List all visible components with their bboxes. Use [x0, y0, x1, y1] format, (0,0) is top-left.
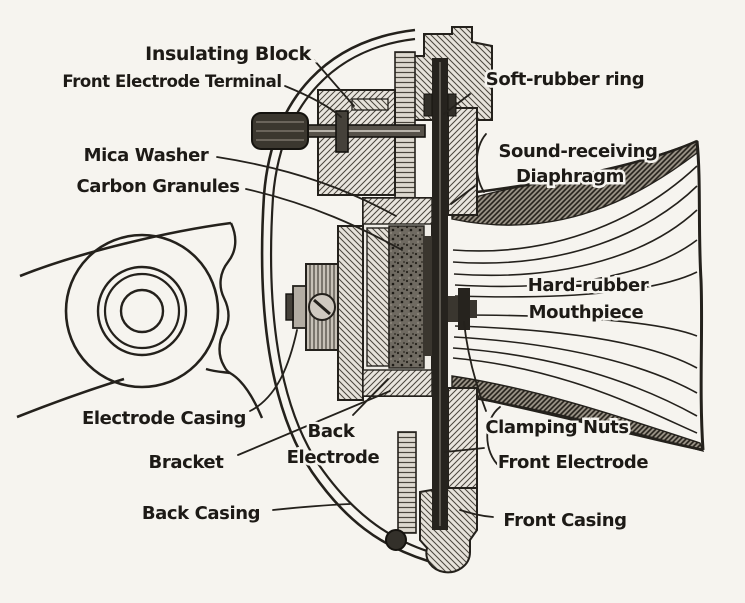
- electrode-casing-collar: [292, 285, 307, 329]
- front-electrode-plate: [424, 236, 432, 356]
- leader-front-casing: [459, 509, 494, 518]
- pivot-ring-mid2: [103, 272, 181, 350]
- label-insulating-block: Insulating Block: [145, 43, 311, 65]
- pivot-ring-outer: [64, 233, 220, 389]
- back-casing-outer-arc: [260, 28, 429, 563]
- leader-front-electrode: [444, 447, 485, 453]
- label-hard-rubber-mouthpiece-line2: Mouthpiece: [529, 302, 644, 323]
- bottom-casing-block: [419, 487, 478, 574]
- label-hard-rubber-mouthpiece-line1: Hard-rubber: [528, 275, 649, 296]
- electrode-assembly: [285, 197, 433, 401]
- labels: Insulating Block Front Electrode Termina…: [60, 41, 661, 534]
- back-electrode-slab: [366, 227, 390, 367]
- arm-wavy-edge: [218, 222, 237, 375]
- bottom-screw: [385, 529, 407, 551]
- arm-top-line: [19, 221, 232, 278]
- front-casing-band-top: [447, 107, 478, 216]
- clamping-nut-inner: [448, 296, 458, 322]
- terminal-clamp-tab: [351, 98, 389, 111]
- clamping-nut-tip: [470, 300, 477, 318]
- bracket-bar: [337, 225, 364, 401]
- leader-clamping-nuts: [463, 321, 487, 412]
- thread-strip-bottom: [397, 431, 417, 534]
- leader-insulating-block: [313, 59, 355, 107]
- leader-lines: [216, 59, 501, 518]
- leader-mica-washer: [216, 156, 397, 217]
- diaphragm-assembly: [423, 58, 477, 530]
- label-soft-rubber-ring: Soft-rubber ring: [486, 69, 644, 90]
- label-sound-receiving-diaphragm-line2: Diaphragm: [516, 166, 624, 187]
- label-clamping-nuts: Clamping Nuts: [485, 417, 628, 438]
- pivot-ring-inner: [119, 288, 165, 334]
- label-electrode-casing: Electrode Casing: [82, 408, 246, 429]
- leader-back-electrode: [352, 378, 389, 416]
- terminal-assembly: [251, 89, 426, 196]
- pivot-ring-mid1: [96, 265, 188, 357]
- leader-electrode-casing: [249, 329, 298, 412]
- arm-lower-edge: [205, 367, 264, 419]
- horn-top-outer-edge: [476, 139, 698, 194]
- carbon-granules-fill: [388, 225, 425, 369]
- horn-flare-contours: [452, 165, 698, 434]
- terminal-knob-ridges: [256, 121, 304, 141]
- label-front-casing: Front Casing: [503, 510, 626, 531]
- label-bracket: Bracket: [149, 452, 225, 473]
- label-mica-washer: Mica Washer: [84, 145, 209, 166]
- label-carbon-granules: Carbon Granules: [76, 176, 239, 197]
- label-front-electrode-terminal: Front Electrode Terminal: [62, 72, 281, 91]
- terminal-flange: [335, 110, 349, 153]
- front-casing-band-bottom: [447, 387, 478, 491]
- pivot-rings: [64, 233, 220, 389]
- leader-back-casing: [272, 503, 351, 511]
- brace-sound-receiving-diaphragm: [475, 133, 487, 193]
- brace-clamping-nuts-front-electrode: [486, 406, 501, 468]
- horn-mouth-rim: [695, 140, 705, 451]
- clamping-nut-outer: [458, 288, 470, 330]
- electrode-casing-cap: [285, 293, 294, 321]
- back-casing-shell: [260, 28, 431, 563]
- electrode-screw-slot: [313, 298, 331, 316]
- mounting-arm: [16, 221, 264, 419]
- leader-front-electrode-terminal: [284, 85, 342, 118]
- leader-bracket: [237, 390, 391, 456]
- leader-soft-rubber-ring: [443, 93, 471, 115]
- soft-rubber-ring-left: [423, 93, 433, 117]
- label-back-casing: Back Casing: [142, 503, 260, 524]
- label-sound-receiving-diaphragm-line1: Sound-receiving: [498, 141, 657, 162]
- label-back-electrode-line2: Electrode: [287, 447, 380, 468]
- horn-bottom-wall: [451, 375, 705, 453]
- mouthpiece-horn: [451, 139, 705, 453]
- label-front-electrode: Front Electrode: [498, 452, 649, 473]
- mica-washer-top: [362, 197, 433, 225]
- leader-carbon-granules: [245, 188, 403, 251]
- mica-washer-bottom: [362, 369, 433, 397]
- horn-bottom-outer-edge: [476, 396, 704, 452]
- leader-sound-receiving-diaphragm: [450, 185, 476, 205]
- back-casing-inner-arc: [269, 37, 431, 554]
- label-back-electrode-line1: Back: [308, 421, 356, 442]
- casing-stack: [385, 26, 493, 574]
